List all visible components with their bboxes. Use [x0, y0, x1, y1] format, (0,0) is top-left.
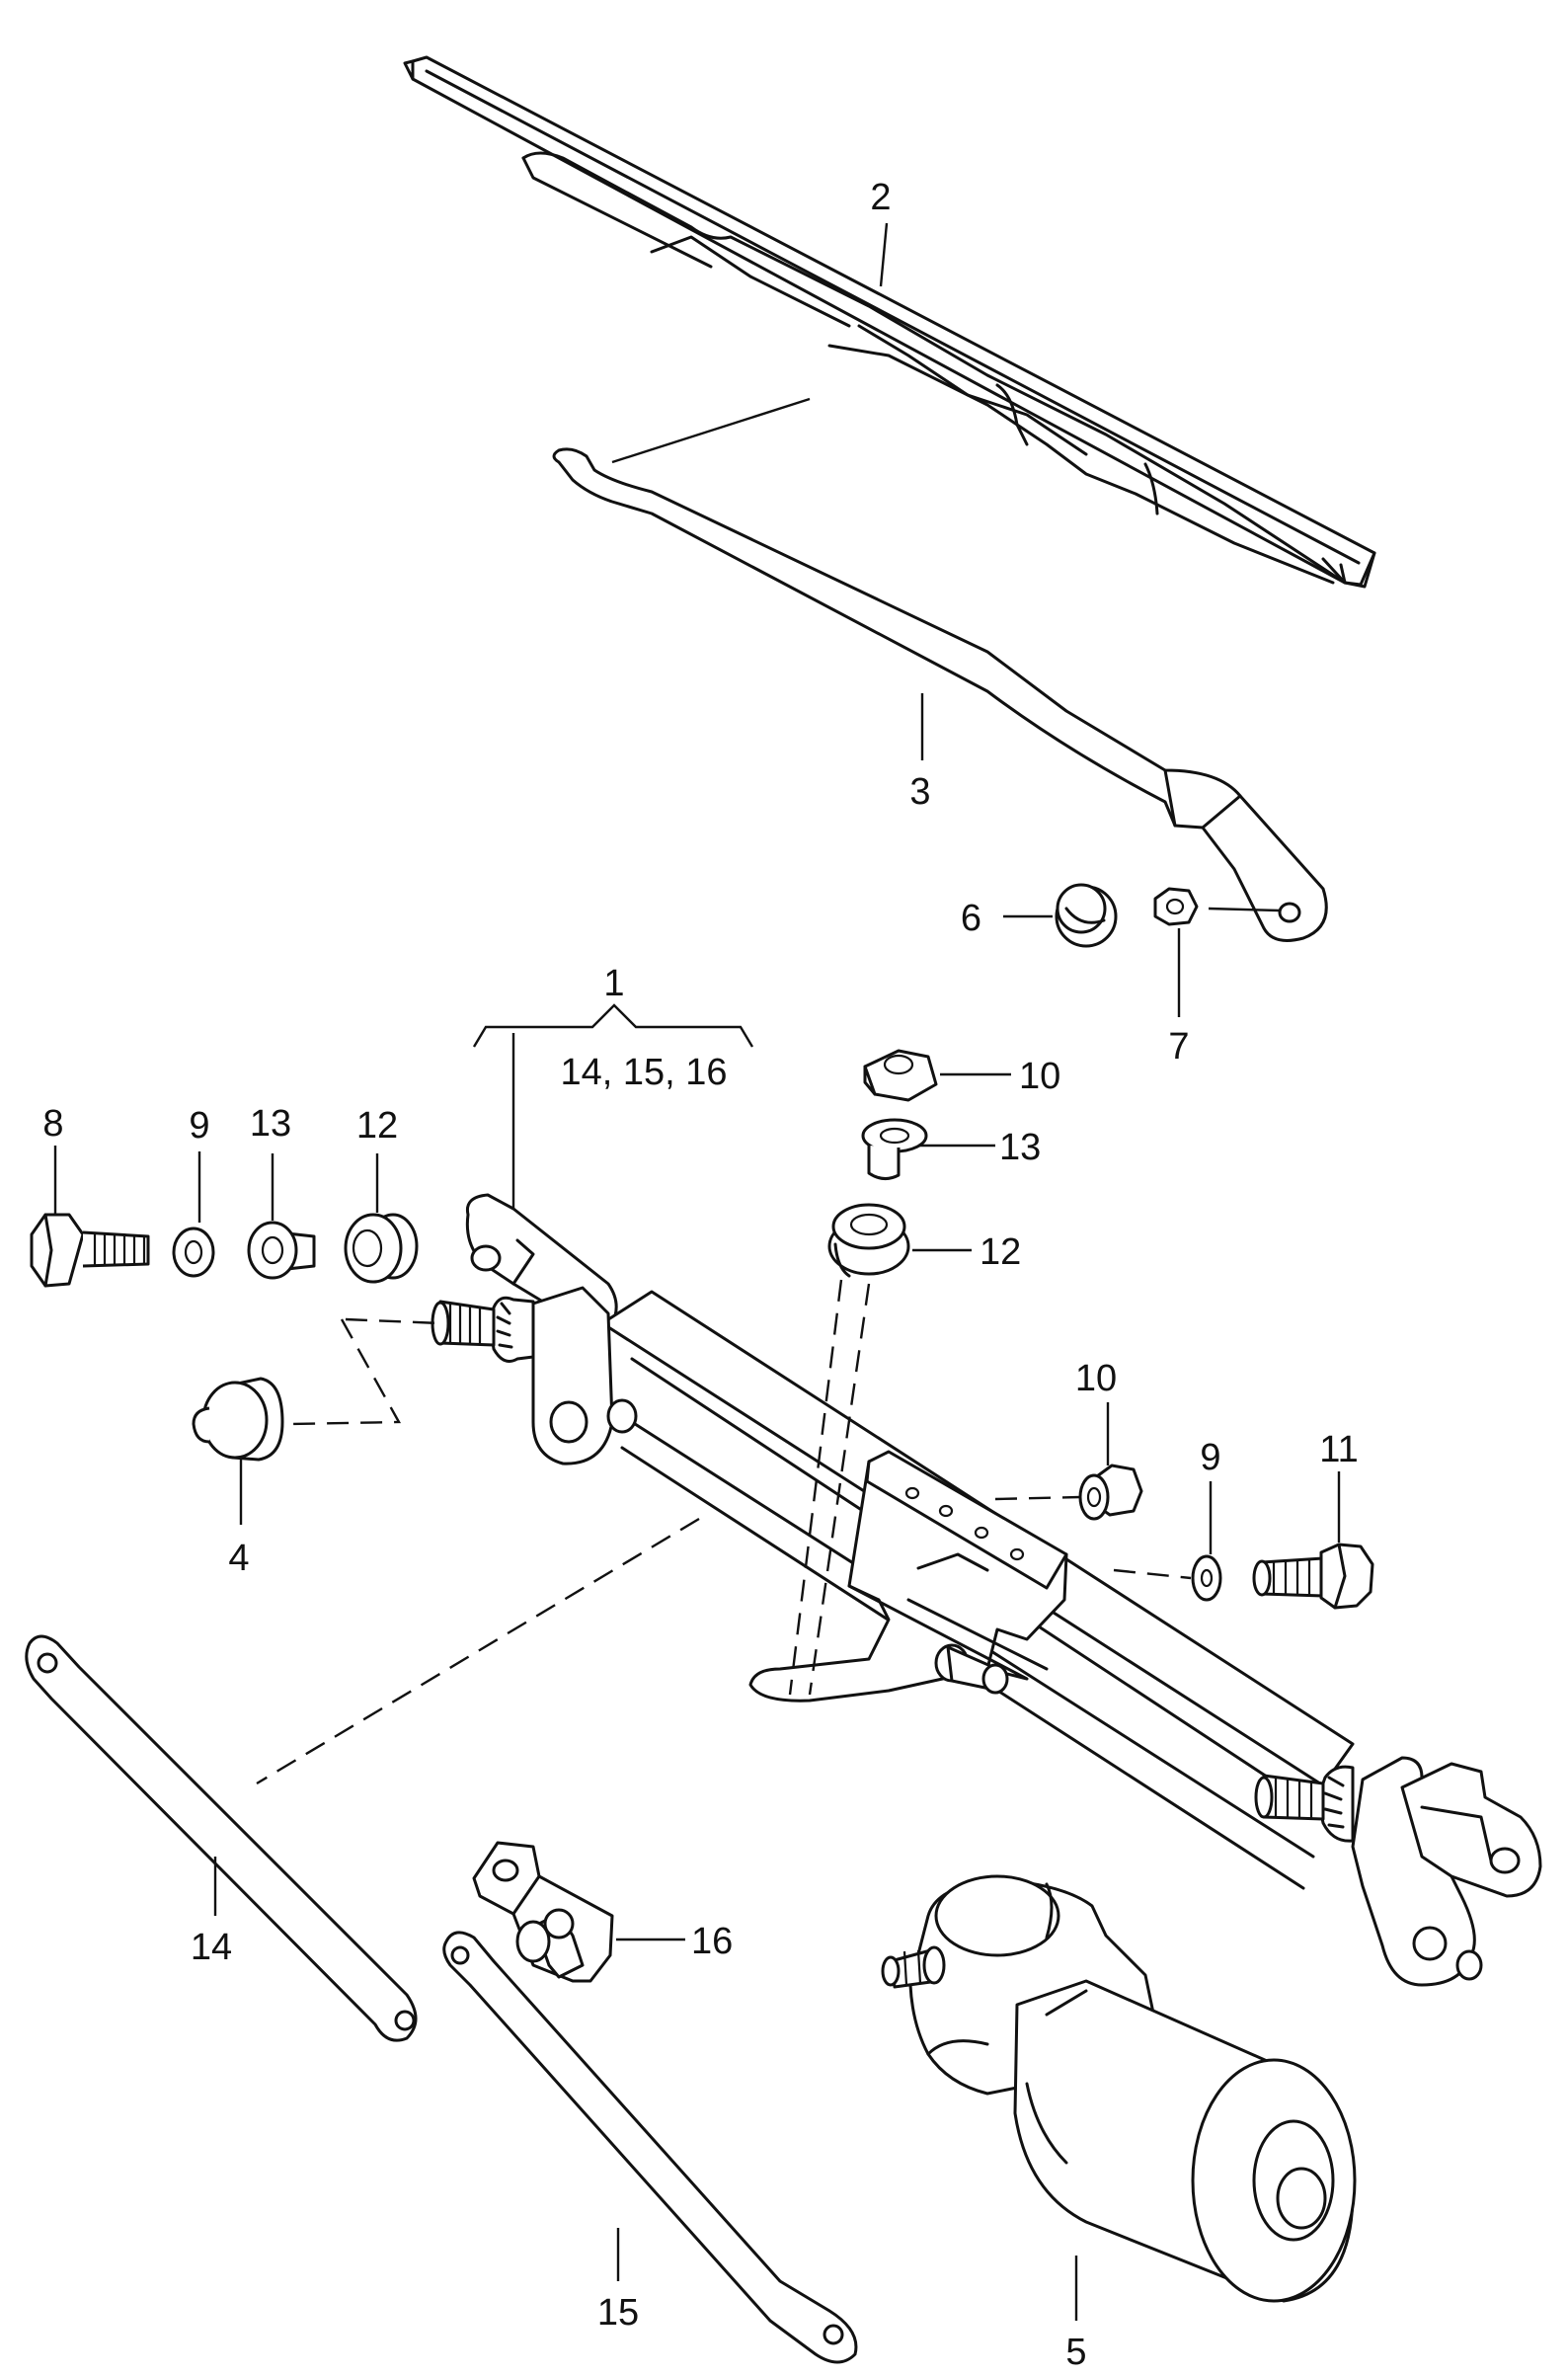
washer-9-left	[172, 1227, 215, 1278]
callout-13-left: 13	[250, 1103, 291, 1145]
callout-6: 6	[961, 898, 981, 939]
cap-6	[1055, 883, 1118, 948]
link-rod-15	[442, 1931, 858, 2364]
link-rod-14	[25, 1634, 418, 2042]
callout-10-right: 10	[1075, 1358, 1117, 1399]
callout-3: 3	[909, 771, 930, 813]
callout-2: 2	[870, 177, 891, 218]
callout-9-right: 9	[1200, 1437, 1220, 1478]
callout-8: 8	[42, 1103, 63, 1145]
assembly-dashed-lines	[256, 1279, 1192, 1785]
callout-1: 1	[603, 963, 624, 1004]
callout-4: 4	[228, 1538, 249, 1579]
callout-1-sub: 14, 15, 16	[560, 1052, 727, 1093]
callout-10-upper: 10	[1019, 1056, 1060, 1097]
bracket-16	[472, 1841, 614, 1983]
wiper-motor-5	[881, 1874, 1357, 2303]
washer-9-right	[1191, 1554, 1222, 1602]
grommet-12-left	[344, 1213, 419, 1284]
callout-7: 7	[1168, 1026, 1189, 1068]
leader-lines	[53, 222, 1341, 2321]
wiper-linkage-frame	[431, 1193, 1542, 1987]
bush-13-upper	[861, 1118, 928, 1180]
grommet-12-upper	[827, 1203, 910, 1278]
flange-nut-10-right	[1078, 1464, 1143, 1521]
wiper-blade	[403, 55, 1376, 589]
bolt-8	[30, 1213, 150, 1288]
callout-12-left: 12	[356, 1105, 398, 1147]
bush-13-left	[247, 1221, 316, 1280]
callout-12-upper: 12	[980, 1231, 1021, 1273]
bolt-11	[1252, 1543, 1374, 1610]
callout-labels: 2 3 6 7 1 14, 15, 16 10 13 12 8 9 13 12 …	[42, 177, 1358, 2373]
flange-nut-10-upper	[863, 1049, 938, 1102]
callout-11: 11	[1319, 1429, 1358, 1470]
callout-16: 16	[691, 1921, 733, 1962]
callout-9-left: 9	[189, 1105, 209, 1147]
wiper-arm	[552, 447, 1328, 942]
hex-nut-7	[1153, 887, 1199, 926]
callout-5: 5	[1065, 2332, 1086, 2373]
callout-13-upper: 13	[999, 1127, 1041, 1168]
callout-15: 15	[597, 2292, 639, 2334]
buffer-4	[192, 1377, 284, 1462]
callout-14: 14	[191, 1927, 232, 1968]
